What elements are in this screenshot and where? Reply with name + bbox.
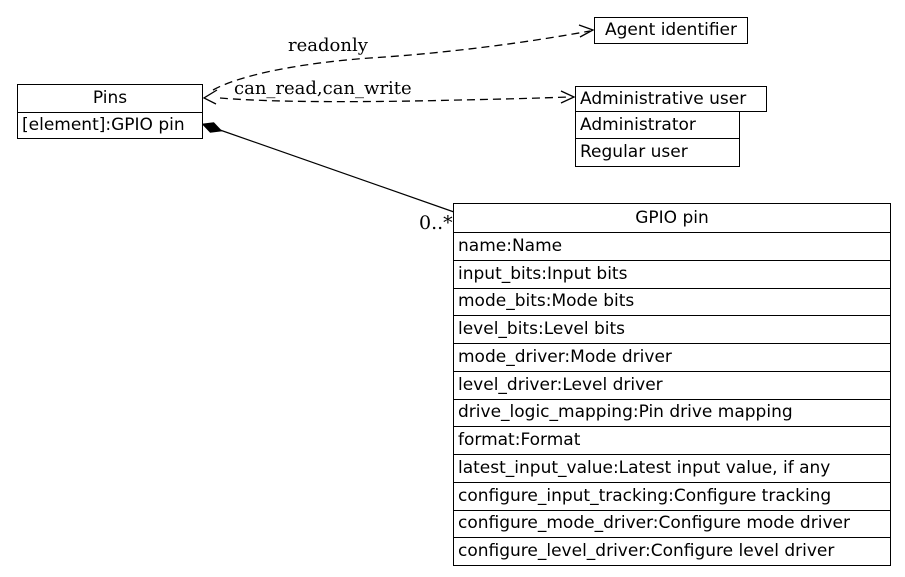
- attribute-row-level-driver: level_driver:Level driver: [454, 370, 890, 399]
- attribute-row-pins-element: [element]:GPIO pin: [18, 112, 202, 138]
- class-title-gpio-pin: GPIO pin: [635, 207, 709, 228]
- attribute-row-drive-logic-mapping: drive_logic_mapping:Pin drive mapping: [454, 398, 890, 427]
- arrowhead-at-administrative-user-icon: [560, 90, 576, 104]
- edge-composition-line: [219, 129, 455, 213]
- class-box-administrative-user: Administrative user: [575, 86, 767, 112]
- edge-label-readonly: readonly: [288, 35, 368, 56]
- composition-diamond-icon: [201, 122, 223, 133]
- edge-label-multiplicity: 0..*: [419, 212, 453, 234]
- class-box-gpio-pin: GPIO pin name:Name input_bits:Input bits…: [453, 203, 891, 566]
- attribute-row-configure-level-driver: configure_level_driver:Configure level d…: [454, 537, 890, 565]
- enum-row-regular-user: Regular user: [575, 138, 740, 167]
- edge-readonly-dashed-line: [212, 30, 591, 91]
- class-box-pins: Pins [element]:GPIO pin: [17, 84, 203, 139]
- attribute-row-name: name:Name: [454, 232, 890, 260]
- attribute-row-input-bits: input_bits:Input bits: [454, 259, 890, 288]
- edge-can-read-write-dashed-line: [219, 96, 571, 103]
- edge-label-can-read-can-write: can_read,can_write: [234, 78, 412, 99]
- enum-row-regular-user-label: Regular user: [580, 142, 688, 162]
- enum-row-administrator: Administrator: [575, 111, 740, 139]
- attribute-row-latest-input-value: latest_input_value:Latest input value, i…: [454, 454, 890, 482]
- attribute-row-level-bits: level_bits:Level bits: [454, 315, 890, 343]
- attribute-row-mode-driver: mode_driver:Mode driver: [454, 343, 890, 371]
- class-title-pins: Pins: [92, 88, 128, 108]
- arrowhead-at-agent-identifier-icon: [578, 24, 595, 38]
- attribute-row-configure-mode-driver: configure_mode_driver:Configure mode dri…: [454, 509, 890, 538]
- attribute-row-mode-bits: mode_bits:Mode bits: [454, 287, 890, 316]
- class-box-agent-identifier: Agent identifier: [594, 17, 748, 44]
- class-title-administrative-user: Administrative user: [580, 88, 747, 109]
- attribute-row-format: format:Format: [454, 426, 890, 454]
- class-title-agent-identifier: Agent identifier: [604, 20, 737, 40]
- attribute-row-configure-input-tracking: configure_input_tracking:Configure track…: [454, 481, 890, 510]
- enum-row-administrator-label: Administrator: [580, 114, 696, 135]
- arrowhead-at-pins-icon: [202, 89, 218, 105]
